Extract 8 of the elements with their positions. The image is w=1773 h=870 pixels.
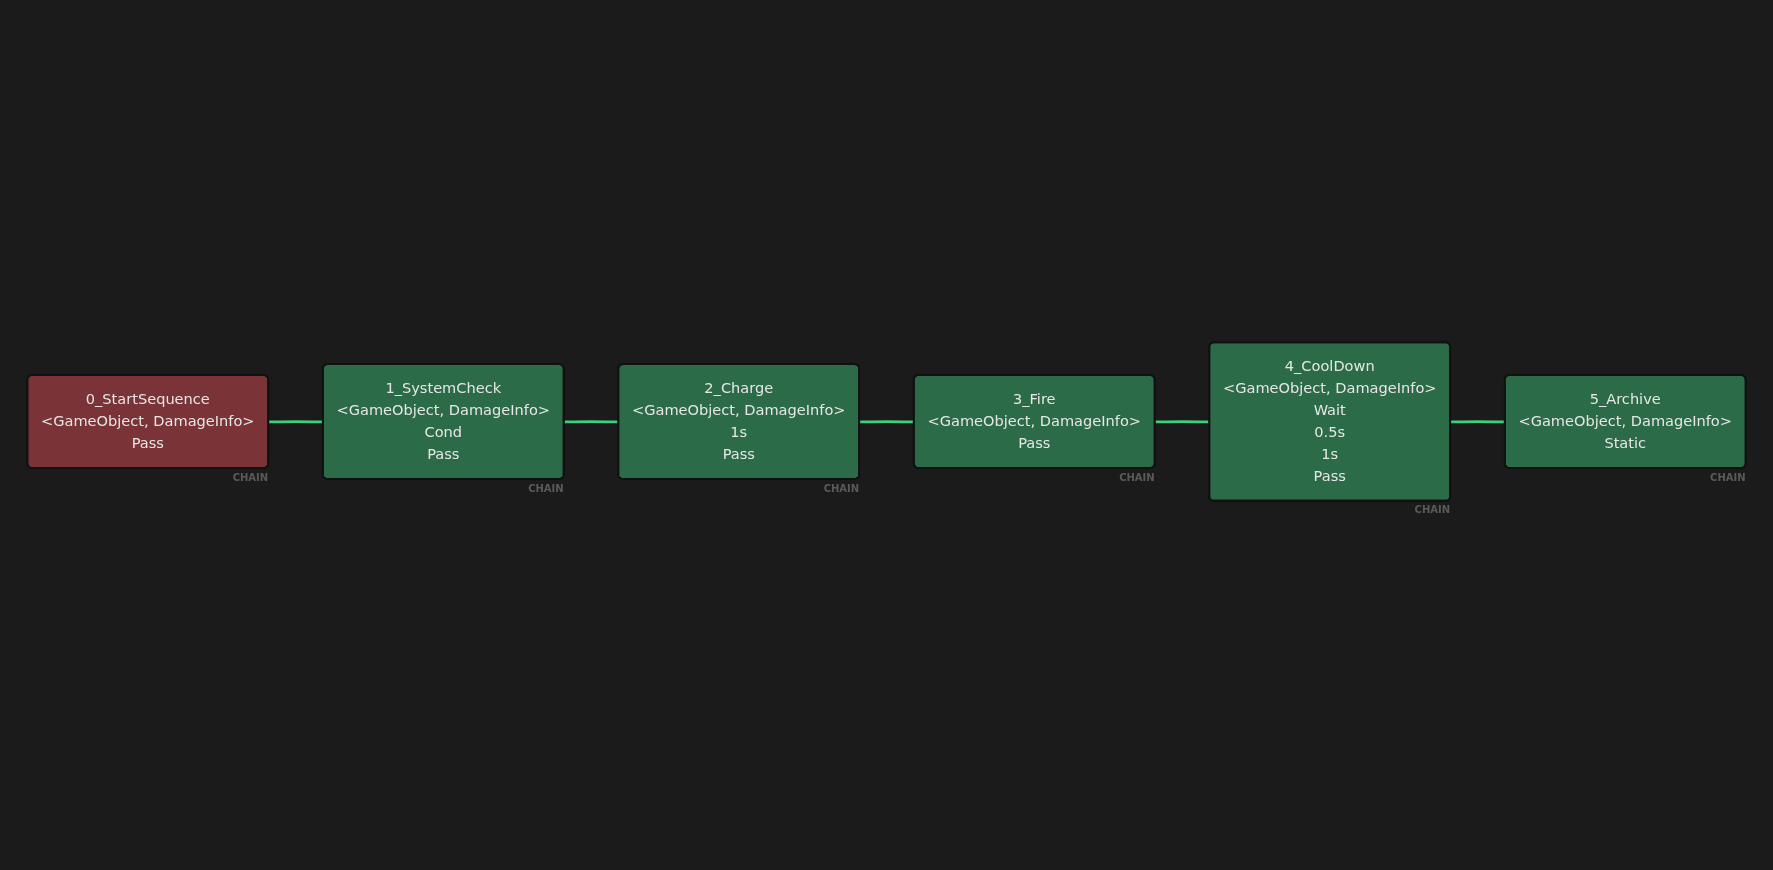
node-label: CHAIN [823, 482, 860, 494]
node-label: CHAIN [528, 482, 564, 494]
connector [564, 420, 619, 424]
node-label: CHAIN [232, 471, 269, 483]
node-label: CHAIN [1710, 471, 1746, 483]
node-label: CHAIN [1414, 504, 1451, 516]
connector [1155, 420, 1210, 424]
node-label: CHAIN [1119, 471, 1155, 483]
